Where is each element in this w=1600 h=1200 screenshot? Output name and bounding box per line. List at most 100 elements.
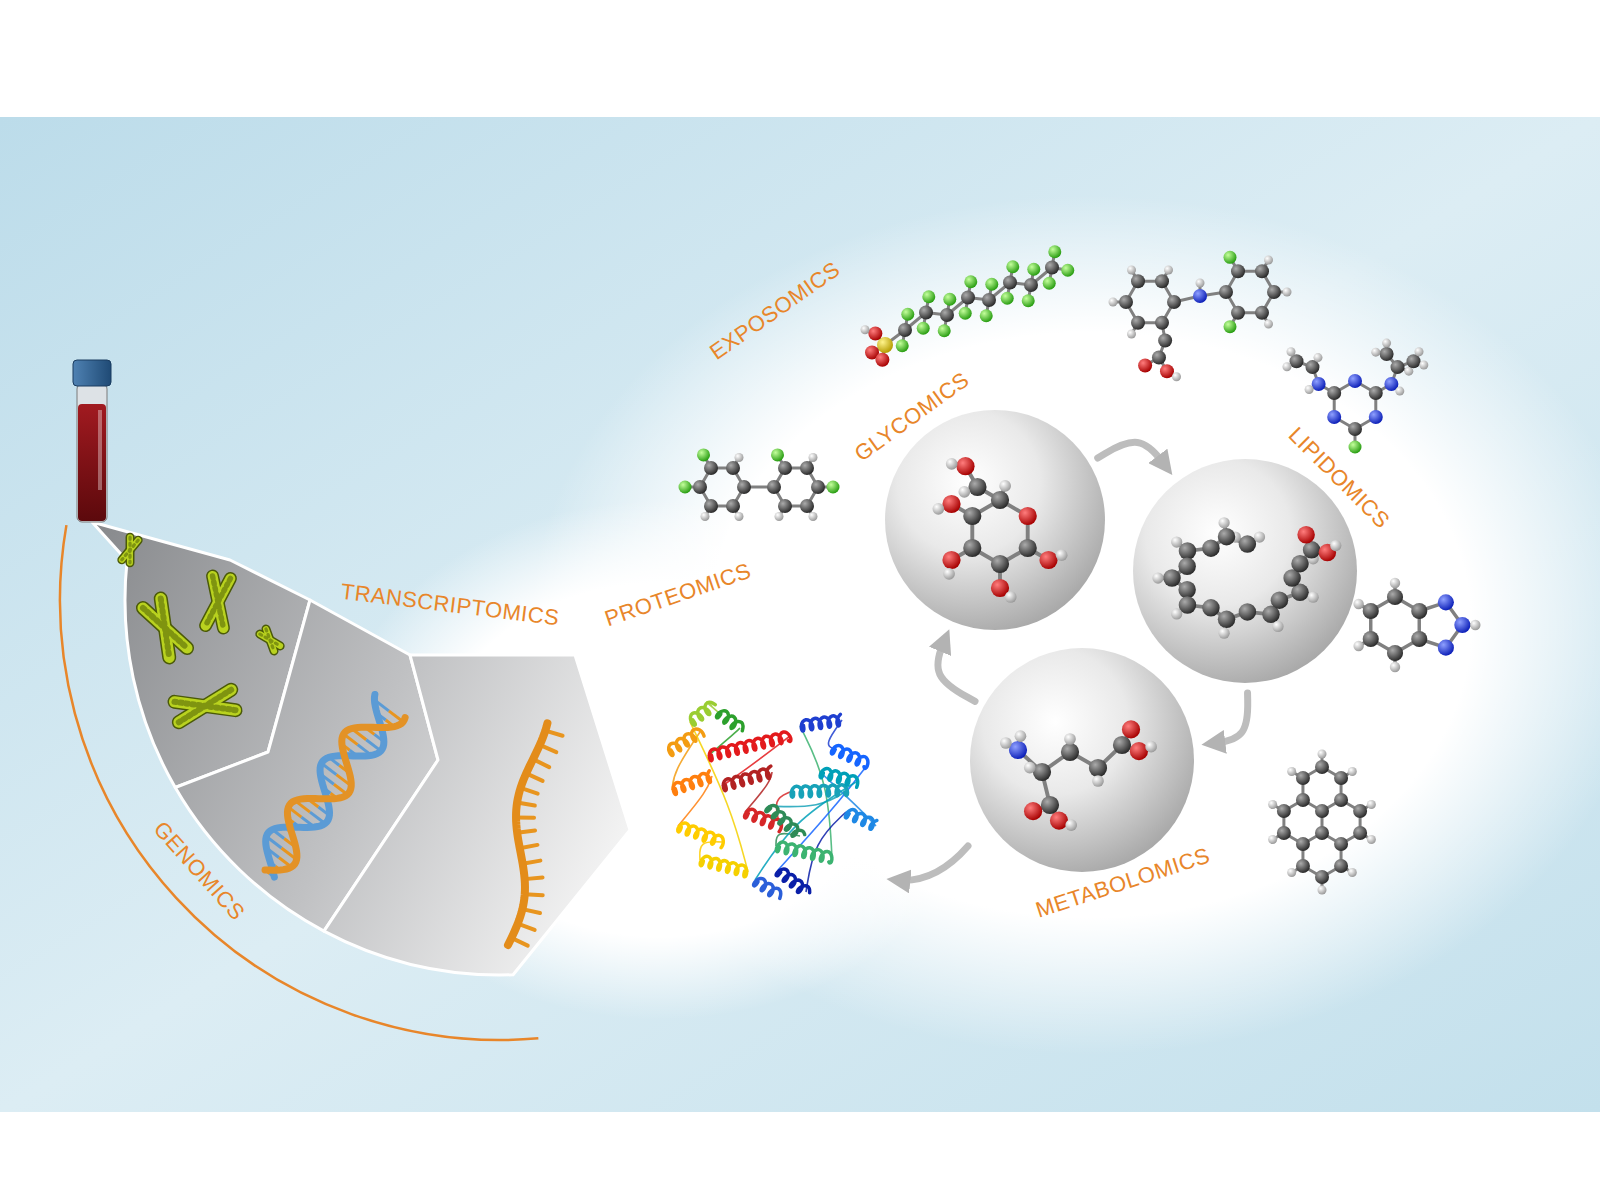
atom <box>809 453 818 462</box>
atom <box>1348 374 1362 388</box>
chromosome-arm <box>122 537 138 563</box>
chromosome-arm <box>143 599 187 658</box>
atom <box>1218 628 1229 639</box>
atom <box>1254 531 1265 542</box>
atom <box>1282 362 1291 371</box>
atom <box>1065 819 1077 831</box>
atom <box>1303 541 1321 559</box>
chromosome <box>174 690 235 722</box>
omics-sphere: METABOLOMICS <box>970 648 1194 872</box>
atom <box>1367 835 1376 844</box>
atom <box>1131 316 1145 330</box>
atom <box>1367 800 1376 809</box>
atom <box>697 448 710 461</box>
atom <box>778 461 792 475</box>
atom <box>1160 364 1174 378</box>
atom <box>1050 811 1068 829</box>
chromosome-arm <box>174 690 235 722</box>
atom <box>1033 763 1051 781</box>
chromosome-arm <box>122 537 138 563</box>
atom <box>1308 592 1319 603</box>
atom <box>1395 387 1404 396</box>
atom <box>1348 767 1357 776</box>
atom <box>898 323 912 337</box>
atom <box>991 555 1009 573</box>
chromosome-arm <box>260 629 280 651</box>
atom <box>1387 589 1403 605</box>
atom <box>877 337 893 353</box>
atom <box>1411 631 1427 647</box>
chromosome-arm <box>206 576 231 628</box>
atom <box>1061 743 1079 761</box>
atom <box>679 481 692 494</box>
atom <box>917 322 930 335</box>
rna-strand <box>508 723 563 945</box>
tube-glass <box>77 384 107 522</box>
atom <box>1127 330 1136 339</box>
atom <box>811 480 825 494</box>
chromosome-arm <box>122 537 138 563</box>
atom <box>1334 837 1348 851</box>
atom <box>1470 620 1480 630</box>
chromosome <box>206 576 231 628</box>
chromosome-arm <box>174 690 235 722</box>
atom <box>1039 551 1057 569</box>
atom <box>1353 826 1367 840</box>
atom <box>1330 540 1341 551</box>
tube-cap <box>73 360 111 386</box>
sphere <box>970 648 1194 872</box>
rna-backbone <box>508 723 547 945</box>
atom <box>735 512 744 521</box>
atom <box>1172 372 1181 381</box>
atom <box>938 324 951 337</box>
atom <box>1231 264 1245 278</box>
molecule <box>1268 750 1376 895</box>
omics-label: EXPOSOMICS <box>706 258 844 364</box>
atom <box>1327 410 1341 424</box>
molecule <box>932 457 1067 603</box>
atom <box>968 478 986 496</box>
atom <box>1006 260 1019 273</box>
atom <box>1219 285 1233 299</box>
sphere-molecule <box>1000 720 1157 831</box>
atom <box>1291 555 1309 573</box>
atom <box>1296 837 1310 851</box>
chromosome-arm <box>260 629 280 651</box>
sphere-molecule <box>932 457 1067 603</box>
atom <box>1113 736 1131 754</box>
atom <box>1163 569 1181 587</box>
protein-helix <box>801 714 840 731</box>
atom <box>1019 539 1037 557</box>
omics-label: GENOMICS <box>149 818 248 925</box>
atom <box>1019 507 1037 525</box>
atom <box>1296 793 1310 807</box>
atom <box>1264 255 1273 264</box>
atom <box>1353 804 1367 818</box>
chromosome-arm <box>143 599 187 658</box>
atom <box>940 308 954 322</box>
protein-structure <box>669 702 877 898</box>
atom <box>1024 802 1042 820</box>
chromosome-arm <box>260 629 280 651</box>
atom <box>1305 385 1314 394</box>
atom <box>896 339 909 352</box>
atom <box>767 480 781 494</box>
atom <box>775 512 784 521</box>
chromosome-arm <box>174 690 235 722</box>
atom <box>1024 762 1036 774</box>
atom <box>701 512 710 521</box>
atom <box>726 499 740 513</box>
atom <box>1061 264 1074 277</box>
atom <box>1178 557 1196 575</box>
atom <box>1239 535 1257 553</box>
atom <box>1363 603 1379 619</box>
atom <box>1334 793 1348 807</box>
atom <box>1264 320 1273 329</box>
atom <box>1297 526 1315 544</box>
atom <box>1224 251 1237 264</box>
chromosome-arm <box>143 599 187 658</box>
atom <box>985 278 998 291</box>
protein-helix <box>723 766 771 790</box>
tube-blood <box>78 404 106 521</box>
